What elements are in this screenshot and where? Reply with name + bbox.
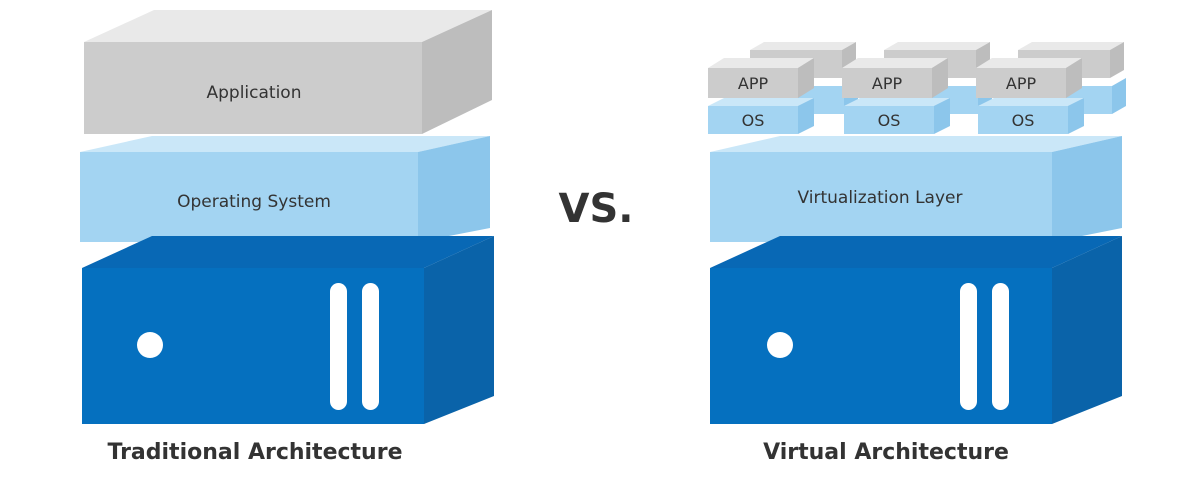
virtualization-layer-block: Virtualization Layer [710, 136, 1122, 242]
operating-system-label: Operating System [177, 192, 331, 212]
power-indicator-icon [767, 332, 793, 358]
drive-slot-icon [362, 283, 379, 410]
os-label: OS [878, 111, 901, 130]
traditional-architecture: Application Operating System Traditional… [80, 10, 494, 465]
virtual-machine-1: APP OS [708, 58, 814, 134]
server-block [82, 236, 494, 424]
drive-slot-icon [960, 283, 977, 410]
virtual-machine-2: APP OS [842, 58, 950, 134]
os-label: OS [742, 111, 765, 130]
virtualization-layer-label: Virtualization Layer [798, 188, 963, 208]
app-label: APP [1006, 74, 1037, 93]
virtual-architecture: APP OS APP OS APP OS [708, 42, 1126, 465]
application-block: Application [84, 10, 492, 134]
power-indicator-icon [137, 332, 163, 358]
app-label: APP [738, 74, 769, 93]
virtual-machine-3: APP OS [976, 58, 1084, 134]
drive-slot-icon [992, 283, 1009, 410]
application-label: Application [207, 83, 302, 103]
versus-label: VS. [559, 186, 634, 232]
server-block [710, 236, 1122, 424]
app-label: APP [872, 74, 903, 93]
os-label: OS [1012, 111, 1035, 130]
virtual-architecture-caption: Virtual Architecture [763, 440, 1009, 465]
drive-slot-icon [330, 283, 347, 410]
traditional-architecture-caption: Traditional Architecture [107, 440, 402, 465]
operating-system-block: Operating System [80, 136, 490, 242]
